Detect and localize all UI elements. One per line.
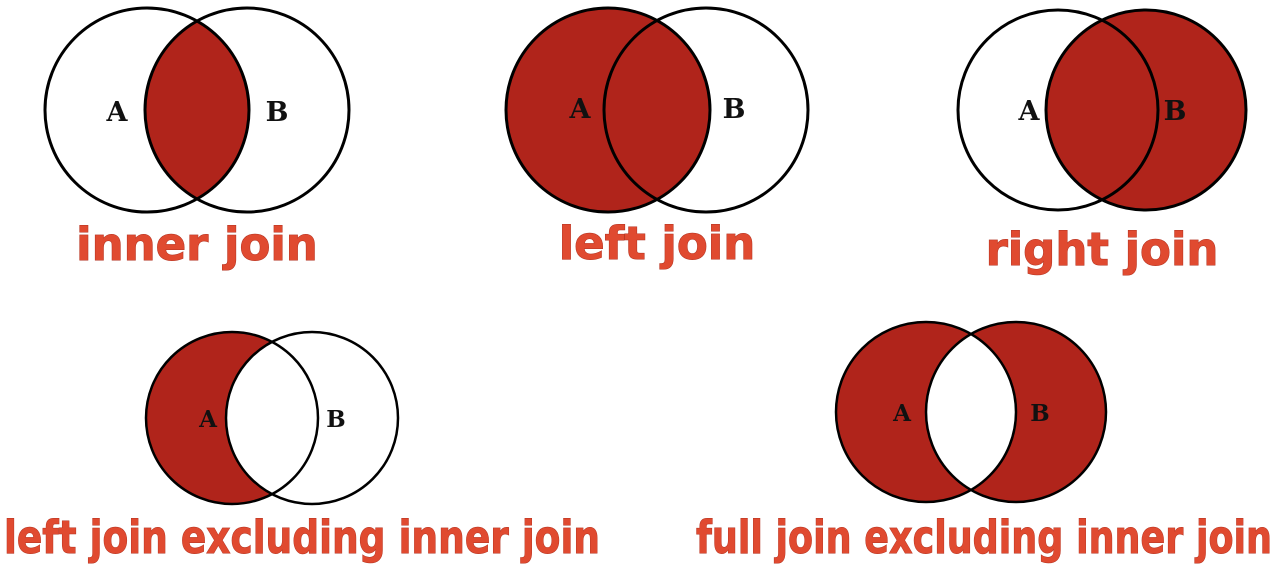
label-a: A (106, 97, 129, 128)
circle-a (504, 6, 712, 214)
caption-left-join-excluding-inner: left join excluding inner join (4, 511, 600, 564)
venn-inner-join: A B inner join (43, 6, 351, 272)
caption-right-join: right join (986, 223, 1219, 276)
label-b: B (1030, 400, 1049, 427)
circle-b (224, 330, 400, 506)
circle-b (924, 320, 1108, 504)
circle-a (956, 8, 1160, 212)
region-intersection (226, 341, 318, 495)
venn-left-join: A B left join (504, 6, 810, 271)
circle-b (143, 6, 351, 214)
venn-full-join-excluding-inner: A B full join excluding inner join (696, 320, 1273, 565)
circle-b (1044, 8, 1248, 212)
label-a: A (569, 94, 592, 125)
region-intersection (1045, 20, 1158, 200)
caption-inner-join: inner join (76, 218, 318, 271)
label-a: A (1018, 96, 1041, 127)
caption-left-join: left join (559, 217, 756, 270)
region-intersection (604, 20, 711, 200)
label-a: A (198, 406, 218, 433)
label-b: B (326, 406, 345, 433)
circle-a (43, 6, 251, 214)
caption-full-join-excluding-inner: full join excluding inner join (696, 511, 1272, 564)
circle-b (602, 6, 810, 214)
label-b: B (723, 94, 746, 125)
label-b: B (266, 97, 289, 128)
circle-a (834, 320, 1018, 504)
venn-left-join-excluding-inner: A B left join excluding inner join (4, 330, 601, 565)
region-b-only (657, 8, 808, 213)
region-a-only (146, 332, 272, 504)
circle-a (144, 330, 320, 506)
region-b-only (197, 8, 349, 212)
label-a: A (892, 400, 912, 427)
region-intersection (145, 21, 250, 199)
region-a-only (506, 8, 657, 213)
region-a-only (45, 8, 198, 213)
label-b: B (1164, 96, 1187, 127)
region-a-only (958, 10, 1102, 211)
region-b-only (1102, 10, 1246, 210)
region-b-only (272, 331, 398, 504)
venn-right-join: A B right join (956, 8, 1248, 277)
region-intersection (926, 334, 1016, 490)
